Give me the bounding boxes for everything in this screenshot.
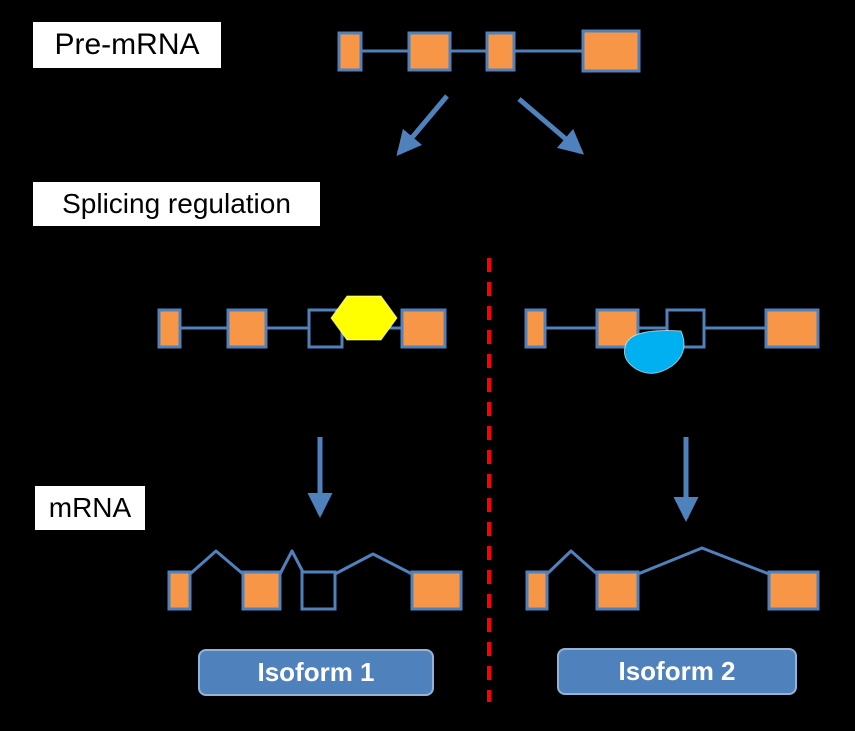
splicing-factor-hexagon-icon [330,295,398,341]
isoform1-mrna-structure [167,549,463,611]
arrow-down-left-icon [396,94,449,157]
alternative-exon-included [300,570,337,611]
splice-junction-skip-line [637,546,770,576]
exon [524,308,547,349]
mrna-label: mRNA [35,486,145,530]
exon [400,308,447,349]
exon [226,308,268,349]
exon [581,29,641,73]
arrow-down-right-icon [517,97,585,155]
splice-junction-line [189,549,244,576]
splice-junction-line [334,552,413,576]
exon [485,31,516,72]
exon [767,570,820,611]
splice-junction-line [278,549,306,575]
exon [407,31,452,72]
isoform2-mrna-structure [525,546,820,611]
exon [167,570,192,611]
splice-junction-line [545,549,598,576]
exon [595,570,640,611]
right-pre-mrna-structure [524,308,820,374]
left-pre-mrna-structure [157,295,447,349]
splicing-factor-droplet-icon [624,330,685,374]
isoform1-badge: Isoform 1 [198,649,434,696]
splicing-regulation-label: Splicing regulation [33,182,320,226]
pre-mrna-structure [337,29,641,73]
exon [241,570,282,611]
exon [525,570,549,611]
pre-mrna-label: Pre-mRNA [33,22,221,68]
isoform2-badge: Isoform 2 [557,648,797,695]
exon [410,570,463,611]
exon [157,308,182,349]
exon [764,308,820,349]
exon [337,31,363,72]
